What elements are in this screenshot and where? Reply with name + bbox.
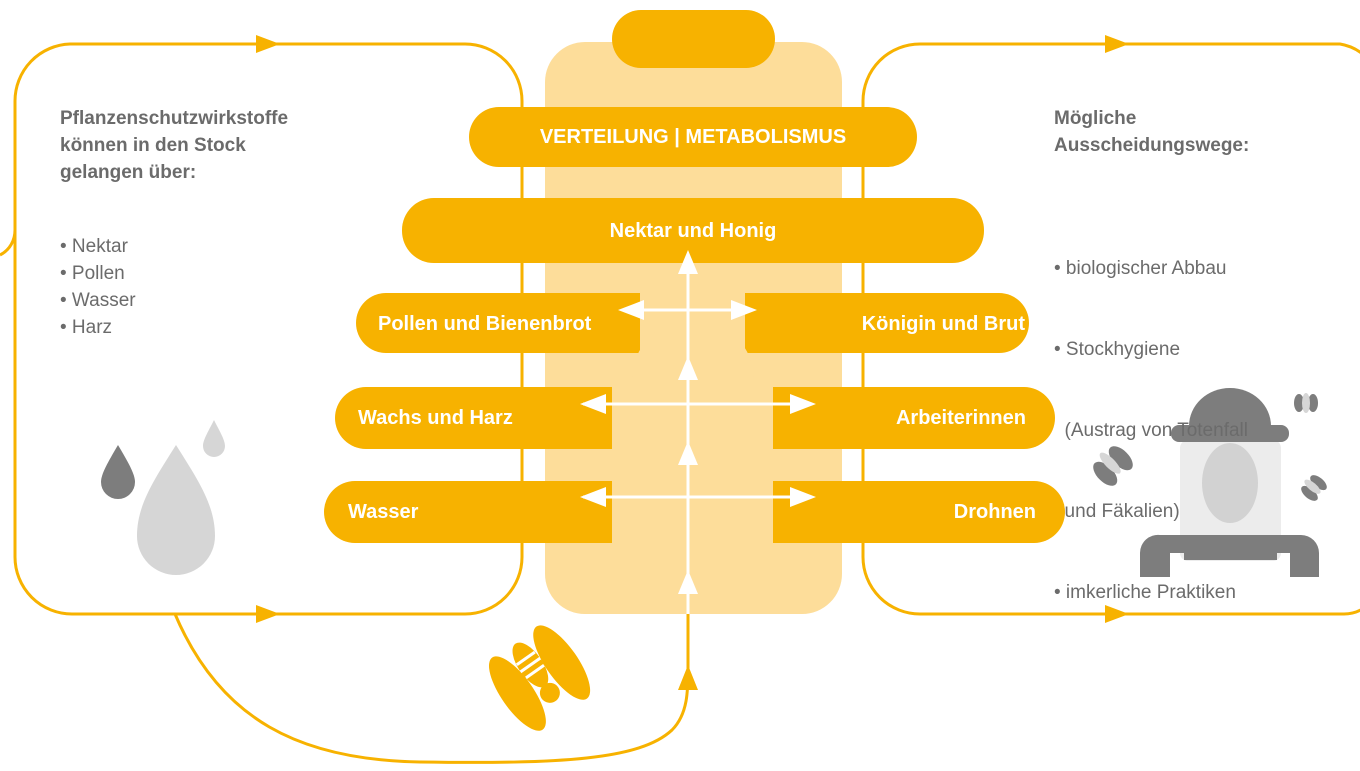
label-nektar: Nektar und Honig — [609, 220, 777, 242]
arrow-right-panel-top — [1105, 35, 1129, 53]
left-panel-border — [13, 42, 524, 616]
right-panel-heading: Mögliche Ausscheidungswege: — [1054, 108, 1250, 156]
drop-small-icon — [203, 420, 225, 457]
arrow-right-panel-bottom — [1105, 605, 1129, 623]
foraging-return-curve — [173, 613, 690, 764]
arrow-right-koenigin — [731, 300, 757, 320]
arrow-up-4 — [678, 570, 698, 594]
bar-drohnen — [773, 481, 1065, 543]
bar-verteilung — [469, 107, 917, 167]
bee-wing-1 — [533, 625, 591, 700]
list-item: • Harz — [60, 317, 113, 338]
beekeeper-face — [1202, 443, 1258, 523]
beekeeper-hat-crown — [1189, 388, 1271, 426]
bar-wasser — [324, 481, 612, 543]
arrow-left-wachs — [580, 394, 606, 414]
arrow-right-drohnen — [790, 487, 816, 507]
arrow-left-panel-top — [256, 35, 280, 53]
list-item: • imkerliche Praktiken — [1054, 582, 1236, 603]
bee-small-3-icon — [1301, 475, 1327, 501]
flow-arrows — [580, 250, 816, 614]
bar-koenigin — [745, 293, 1029, 353]
beekeeper-hat-brim — [1171, 425, 1289, 442]
arrow-right-arbeiterinnen — [790, 394, 816, 414]
list-item: und Fäkalien) — [1054, 501, 1180, 522]
beekeeper-body — [1139, 534, 1319, 577]
drop-dark-icon — [101, 445, 135, 499]
hive-top-cap — [612, 10, 775, 68]
bar-nektar — [402, 198, 984, 263]
right-panel-border — [861, 42, 1360, 616]
bee-head — [539, 682, 560, 703]
arrow-left-pollen — [618, 300, 644, 320]
beekeeper-icon — [1139, 388, 1319, 577]
bee-wing-2 — [489, 656, 546, 731]
left-panel-heading: Pflanzenschutzwirkstoffe können in den S… — [60, 108, 289, 183]
label-koenigin: Königin und Brut — [861, 313, 1025, 335]
arrow-foraging-up — [678, 665, 698, 690]
label-drohnen: Drohnen — [953, 501, 1036, 523]
bee-large-icon — [489, 625, 591, 731]
label-wachs: Wachs und Harz — [358, 407, 513, 429]
list-item: • Wasser — [60, 290, 136, 311]
list-item: (Austrag von Totenfall — [1054, 420, 1248, 441]
arrow-up-3 — [678, 441, 698, 465]
arrow-up-2 — [678, 356, 698, 380]
drop-large-icon — [137, 445, 215, 575]
bar-pollen — [356, 293, 640, 353]
left-panel-inflow-line — [0, 229, 17, 257]
label-verteilung: VERTEILUNG | METABOLISMUS — [539, 126, 847, 148]
label-pollen: Pollen und Bienenbrot — [378, 313, 592, 335]
brood-dome — [632, 319, 754, 614]
list-item: • Nektar — [60, 236, 128, 257]
bar-wachs — [335, 387, 612, 449]
list-item: • Stockhygiene — [1054, 339, 1181, 360]
left-panel-list: • Nektar • Pollen • Wasser • Harz — [60, 233, 260, 341]
drops-icon — [101, 420, 225, 575]
arrow-left-panel-bottom — [256, 605, 280, 623]
right-panel-list: • biologischer Abbau • Stockhygiene (Aus… — [1054, 201, 1344, 633]
list-item: • biologischer Abbau — [1054, 258, 1227, 279]
arrow-up-1 — [678, 250, 698, 274]
list-item: • Pollen — [60, 263, 125, 284]
bee-small-1-icon — [1294, 393, 1318, 413]
arrow-left-wasser — [580, 487, 606, 507]
label-wasser: Wasser — [348, 501, 419, 523]
label-arbeiterinnen: Arbeiterinnen — [895, 407, 1026, 429]
bar-arbeiterinnen — [773, 387, 1055, 449]
bee-small-2-icon — [1093, 446, 1133, 486]
